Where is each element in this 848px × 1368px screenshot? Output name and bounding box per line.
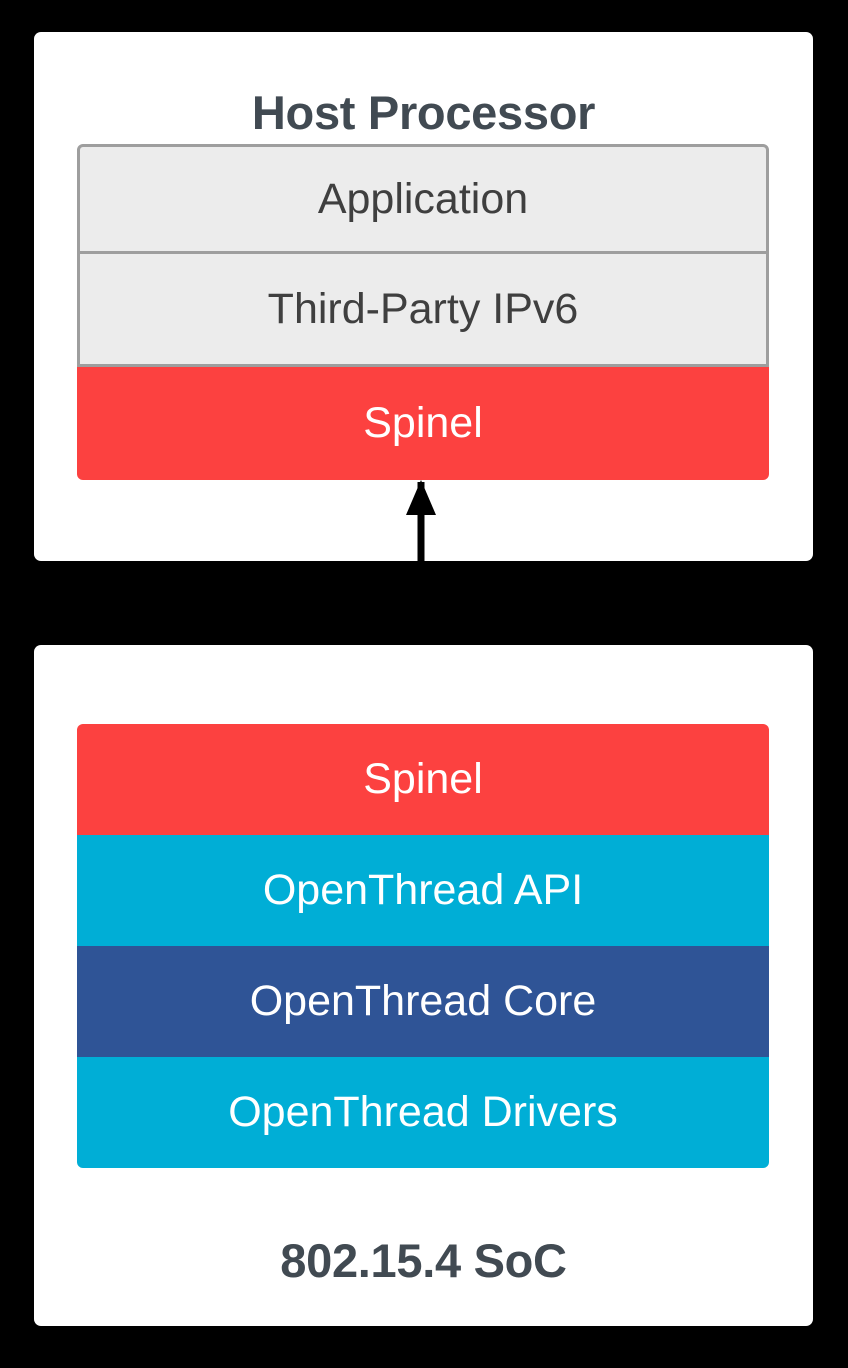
soc-panel: Spinel OpenThread API OpenThread Core Op… bbox=[34, 645, 813, 1326]
soc-panel-caption: 802.15.4 SoC bbox=[280, 1234, 567, 1287]
layer-openthread-core-label: OpenThread Core bbox=[249, 977, 597, 1025]
layer-openthread-drivers: OpenThread Drivers bbox=[77, 1057, 769, 1168]
soc-layer-stack: Spinel OpenThread API OpenThread Core Op… bbox=[77, 724, 769, 1168]
layer-spinel-soc: Spinel bbox=[77, 724, 769, 835]
layer-third-party-ipv6: Third-Party IPv6 bbox=[77, 254, 769, 367]
layer-application-label: Application bbox=[317, 174, 529, 223]
host-processor-layer-stack: Application Third-Party IPv6 Spinel bbox=[77, 144, 769, 480]
layer-third-party-ipv6-label: Third-Party IPv6 bbox=[267, 284, 579, 333]
host-processor-title: Host Processor bbox=[251, 86, 596, 139]
layer-openthread-core: OpenThread Core bbox=[77, 946, 769, 1057]
layer-spinel-soc-label: Spinel bbox=[363, 755, 483, 803]
layer-openthread-api-label: OpenThread API bbox=[262, 866, 584, 914]
layer-spinel-host: Spinel bbox=[77, 367, 769, 480]
layer-openthread-api: OpenThread API bbox=[77, 835, 769, 946]
arrow-shaft bbox=[417, 482, 425, 720]
arrowhead-up-icon bbox=[406, 480, 436, 515]
layer-openthread-drivers-label: OpenThread Drivers bbox=[228, 1088, 618, 1136]
layer-application: Application bbox=[77, 144, 769, 254]
layer-spinel-host-label: Spinel bbox=[363, 399, 483, 447]
